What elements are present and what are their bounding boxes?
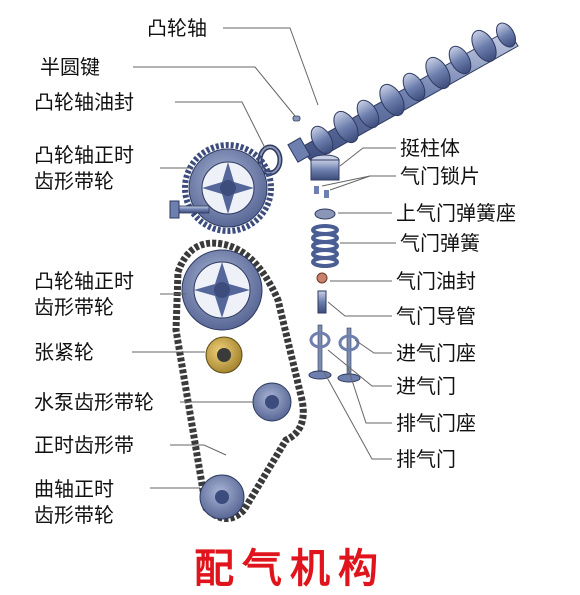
label-crankshaft-pulley-2: 齿形带轮 bbox=[34, 503, 114, 527]
camshaft-oil-seal bbox=[257, 144, 283, 176]
valve-oil-seal bbox=[316, 272, 328, 284]
label-camshaft-timing-pulley-lower: 凸轮轴正时 bbox=[34, 269, 134, 293]
diagram-title: 配气机构 bbox=[194, 546, 386, 592]
label-intake-valve: 进气门 bbox=[396, 374, 456, 398]
label-tappet: 挺柱体 bbox=[400, 136, 460, 160]
label-valve-guide: 气门导管 bbox=[396, 304, 476, 328]
label-valve-cotter: 气门锁片 bbox=[400, 164, 480, 188]
tensioner-pulley bbox=[205, 336, 243, 374]
label-upper-spring-seat: 上气门弹簧座 bbox=[396, 201, 516, 225]
intake-valve-parts bbox=[308, 324, 332, 380]
valve-cotters bbox=[314, 186, 329, 198]
label-valve-spring: 气门弹簧 bbox=[400, 231, 480, 255]
valve-spring bbox=[311, 224, 339, 268]
camshaft bbox=[287, 22, 519, 163]
gear-bolt bbox=[169, 200, 210, 219]
label-tensioner: 张紧轮 bbox=[34, 340, 94, 364]
label-crankshaft-pulley: 曲轴正时 bbox=[34, 477, 114, 501]
label-water-pump-pulley: 水泵齿形带轮 bbox=[34, 390, 154, 414]
label-exhaust-valve: 排气门 bbox=[396, 447, 456, 471]
label-exhaust-valve-seat: 排气门座 bbox=[396, 411, 476, 435]
label-camshaft-timing-pulley-upper-2: 齿形带轮 bbox=[34, 169, 114, 193]
label-timing-belt: 正时齿形带 bbox=[34, 433, 134, 457]
label-camshaft-timing-pulley-upper: 凸轮轴正时 bbox=[34, 143, 134, 167]
label-camshaft-timing-pulley-lower-2: 齿形带轮 bbox=[34, 295, 114, 319]
timing-belt-shape bbox=[172, 239, 307, 522]
label-camshaft: 凸轮轴 bbox=[147, 16, 207, 40]
label-camshaft-oil-seal: 凸轮轴油封 bbox=[34, 90, 134, 114]
half-round-key bbox=[292, 115, 301, 122]
tappet bbox=[310, 154, 340, 181]
label-half-round-key: 半圆键 bbox=[40, 55, 100, 79]
valve-guide bbox=[317, 290, 327, 314]
water-pump-pulley bbox=[252, 382, 292, 422]
upper-camshaft-gear bbox=[182, 142, 274, 234]
exhaust-valve-parts bbox=[337, 327, 361, 383]
crankshaft-pulley bbox=[199, 474, 245, 520]
label-valve-oil-seal: 气门油封 bbox=[396, 269, 476, 293]
label-intake-valve-seat: 进气门座 bbox=[396, 341, 476, 365]
leader-lines bbox=[132, 27, 396, 489]
upper-spring-seat bbox=[314, 208, 336, 220]
lower-camshaft-gear bbox=[181, 249, 263, 331]
